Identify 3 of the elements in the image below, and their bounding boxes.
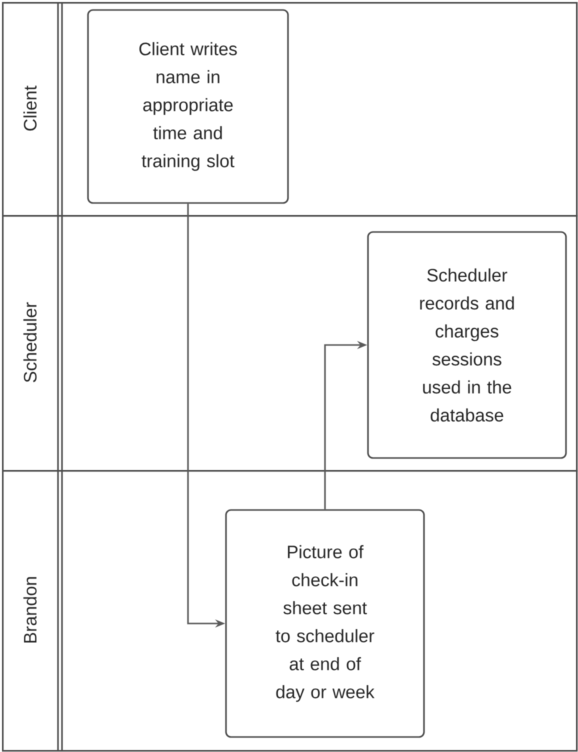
process-box: Picture of check-in sheet sent to scheduler at end of day or week	[225, 509, 425, 738]
process-box: Scheduler records and charges sessions used in the database	[367, 231, 567, 459]
process-box: Client writes name in appropriate time and training slot	[87, 9, 289, 204]
